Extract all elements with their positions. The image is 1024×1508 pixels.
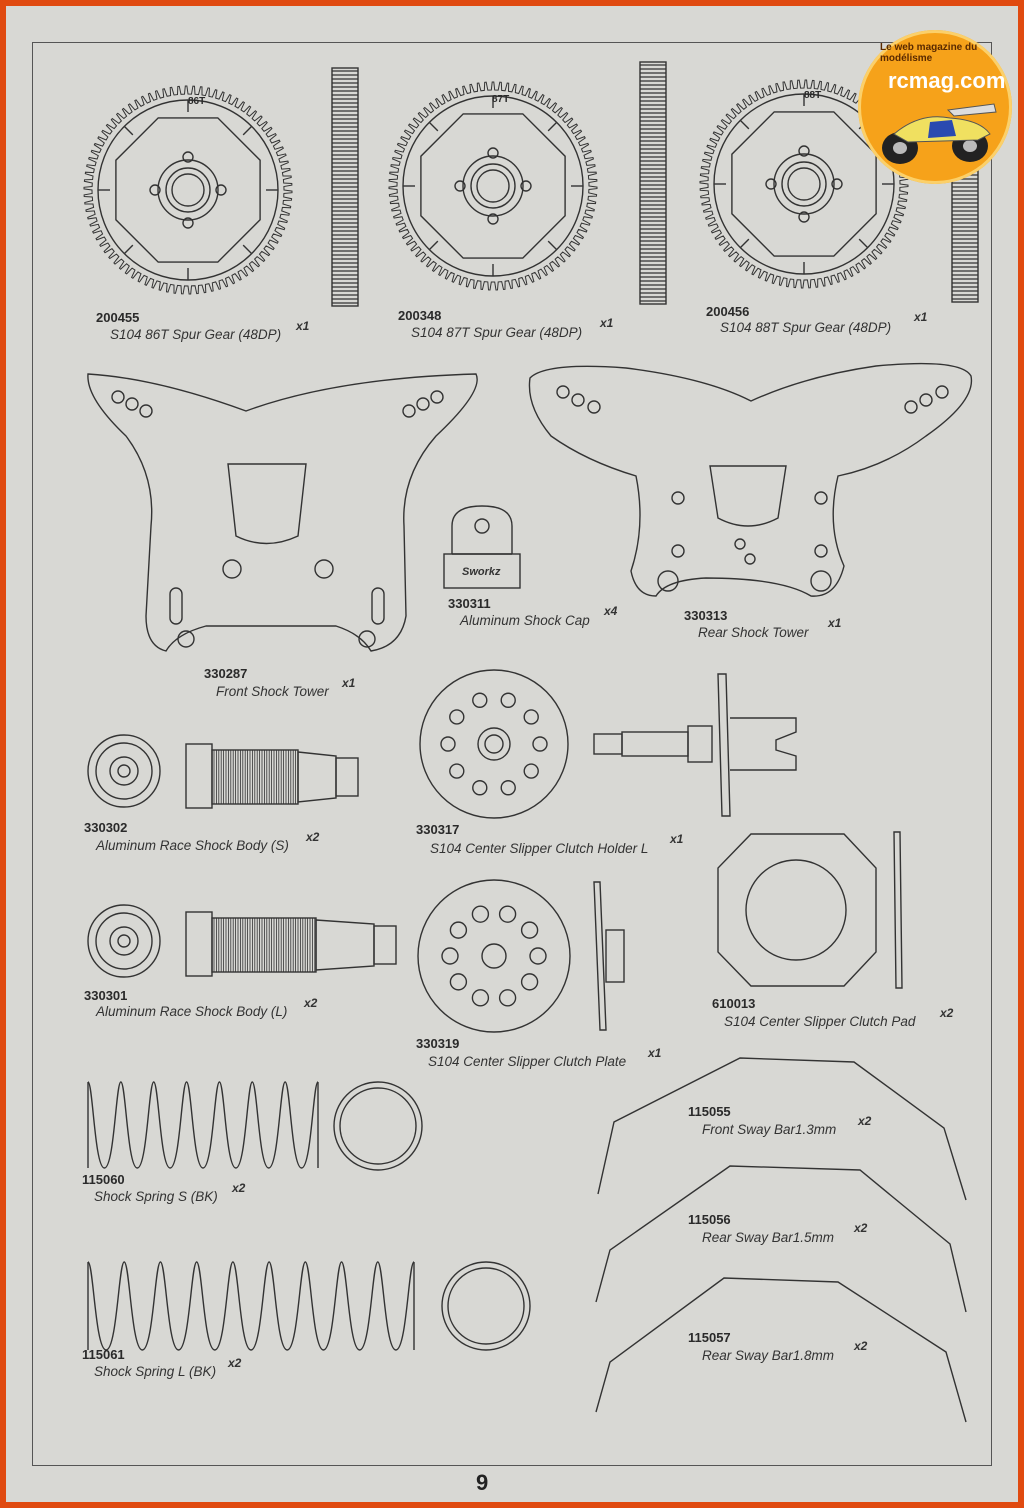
part-number: 330313 [684,608,728,623]
part-description: S104 87T Spur Gear (48DP) [411,325,583,340]
shock-spring-l-drawing [87,1261,415,1351]
part-quantity: x1 [648,1046,662,1060]
part-description: Rear Sway Bar1.5mm [702,1230,835,1245]
part-description: Shock Spring S (BK) [94,1189,218,1204]
logo-brand: rcmag.com [888,68,1006,93]
part-quantity: x1 [296,319,310,333]
part-description: S104 88T Spur Gear (48DP) [720,320,892,335]
spur-gear-side-view [331,67,359,307]
clutch-pad-drawing [717,831,903,989]
part-quantity: x1 [342,676,356,690]
part-number: 115056 [688,1212,731,1227]
part-description: Front Sway Bar1.3mm [702,1122,837,1137]
part-number: 115061 [82,1347,125,1362]
shock-spring-s-drawing [87,1081,319,1169]
part-number: 200348 [398,308,442,323]
part-quantity: x2 [306,830,320,844]
spur-gear-drawing [83,85,293,295]
part-quantity: x2 [228,1356,242,1370]
part-quantity: x2 [854,1339,868,1353]
part-description: Aluminum Race Shock Body (L) [96,1004,288,1019]
part-quantity: x1 [828,616,842,630]
part-number: 200456 [706,304,750,319]
clutch-plate-drawing [417,879,625,1033]
shock-body-s-drawing [87,734,359,809]
front-shock-tower-drawing [87,373,478,652]
part-description: S104 86T Spur Gear (48DP) [110,327,282,342]
part-number: 115060 [82,1172,125,1187]
part-number: 115055 [688,1104,731,1119]
logo-tagline: Le web magazine du modélisme [880,42,978,64]
part-quantity: x2 [232,1181,246,1195]
gear-teeth-label: 87T [492,94,510,105]
part-description: S104 Center Slipper Clutch Plate [428,1054,627,1069]
part-quantity: x2 [304,996,318,1010]
gear-teeth-label: 86T [188,96,206,107]
part-number: 330311 [448,596,491,611]
gear-teeth-label: 88T [804,90,822,101]
shock-body-l-drawing [87,904,397,978]
page-border [32,42,992,1466]
part-number: 330317 [416,822,460,837]
part-number: 330287 [204,666,248,681]
sway-bars-drawing [595,1057,967,1423]
shock-cap-drawing [443,505,521,589]
part-number: 330301 [84,988,128,1003]
part-quantity: x1 [600,316,614,330]
spur-gear-side-view [639,61,667,305]
part-quantity: x1 [670,832,684,846]
part-quantity: x2 [854,1221,868,1235]
part-number: 330302 [84,820,128,835]
rcmag-logo[interactable]: Le web magazine du modélisme rcmag.com [858,30,1012,184]
part-description: Aluminum Race Shock Body (S) [96,838,289,853]
part-description: Rear Sway Bar1.8mm [702,1348,835,1363]
page-number: 9 [476,1470,489,1495]
part-description: S104 Center Slipper Clutch Holder L [430,841,649,856]
part-number: 115057 [688,1330,731,1345]
part-quantity: x2 [940,1006,954,1020]
part-description: Shock Spring L (BK) [94,1364,217,1379]
part-quantity: x2 [858,1114,872,1128]
rc-car-icon [882,103,997,164]
clutch-holder-drawing [419,669,797,819]
part-quantity: x1 [914,310,928,324]
part-description: Rear Shock Tower [698,625,809,640]
part-description: Aluminum Shock Cap [460,613,590,628]
page-frame: 86T 87T 88T 200455 S104 86T Spur Gear (4… [6,6,1018,1502]
part-description: Front Shock Tower [216,684,329,699]
part-number: 330319 [416,1036,460,1051]
part-quantity: x4 [604,604,618,618]
part-number: 610013 [712,996,756,1011]
parts-drawing [83,61,979,1423]
part-number: 200455 [96,310,140,325]
rear-shock-tower-drawing [528,362,973,597]
spur-gear-drawing [699,79,909,289]
shock-cap-logo: Sworkz [462,566,501,578]
part-description: S104 Center Slipper Clutch Pad [724,1014,916,1029]
spur-gear-drawing [388,81,598,291]
